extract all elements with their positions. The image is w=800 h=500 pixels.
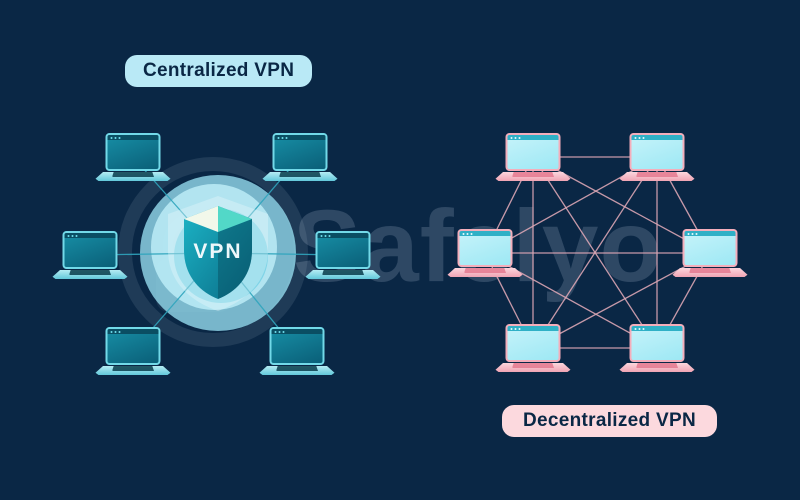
decentralized-vpn-badge: Decentralized VPN bbox=[502, 405, 717, 437]
laptop-icon-left-6 bbox=[259, 327, 335, 375]
laptop-icon-right-2 bbox=[619, 133, 695, 181]
laptop-icon-right-1 bbox=[495, 133, 571, 181]
laptop-icon-left-5 bbox=[95, 327, 171, 375]
shield-icon bbox=[168, 196, 268, 311]
centralized-vpn-badge: Centralized VPN bbox=[125, 55, 313, 87]
laptop-icon-left-2 bbox=[262, 133, 338, 181]
vpn-hub-label: VPN bbox=[193, 240, 243, 263]
laptop-icon-right-5 bbox=[495, 324, 571, 372]
laptop-icon-right-6 bbox=[619, 324, 695, 372]
laptop-icon-right-4 bbox=[672, 229, 748, 277]
laptop-icon-left-3 bbox=[52, 231, 128, 279]
laptop-icon-left-4 bbox=[305, 231, 381, 279]
laptop-icon-right-3 bbox=[447, 229, 523, 277]
laptop-icon-left-1 bbox=[95, 133, 171, 181]
